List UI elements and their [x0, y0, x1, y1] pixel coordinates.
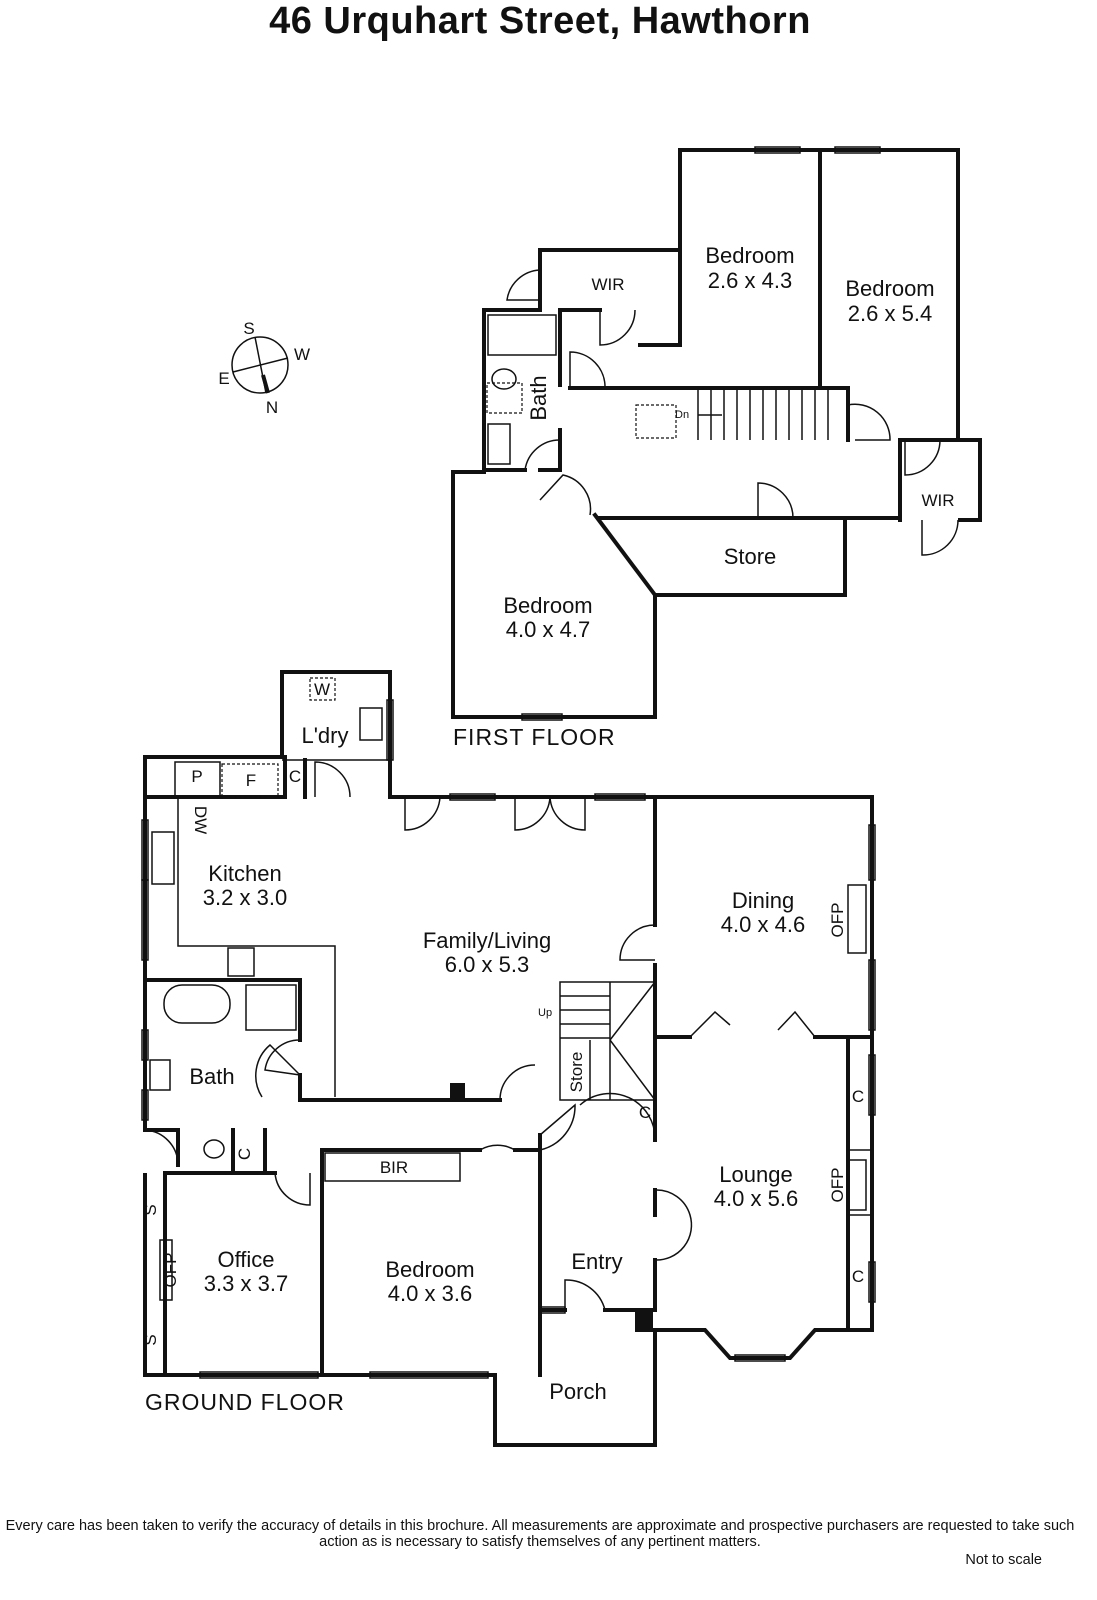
fridge-label: F: [246, 771, 256, 790]
compass-e: E: [218, 369, 229, 388]
first-floor-store: Store: [724, 544, 777, 569]
lounge-name: Lounge: [719, 1162, 792, 1187]
kitchen-name: Kitchen: [208, 861, 281, 886]
dining-name: Dining: [732, 888, 794, 913]
compass-icon: S W E N: [218, 319, 310, 417]
bath-cupboard: C: [235, 1148, 254, 1160]
office-size: 3.3 x 3.7: [204, 1271, 288, 1296]
bir-label: BIR: [380, 1158, 408, 1177]
lounge-size: 4.0 x 5.6: [714, 1186, 798, 1211]
compass-n: N: [266, 398, 278, 417]
ground-bedroom-size: 4.0 x 3.6: [388, 1281, 472, 1306]
ground-bedroom-name: Bedroom: [385, 1257, 474, 1282]
first-floor-walls: [451, 146, 982, 721]
office-shelves-1: S: [141, 1204, 160, 1215]
dining-fireplace: OFP: [828, 903, 847, 938]
ground-store: Store: [567, 1052, 586, 1093]
ground-bath: Bath: [189, 1064, 234, 1089]
kitchen-size: 3.2 x 3.0: [203, 885, 287, 910]
lounge-cupboard-1: C: [852, 1087, 864, 1106]
dining-size: 4.0 x 4.6: [721, 912, 805, 937]
disclaimer: Every care has been taken to verify the …: [5, 1518, 1075, 1550]
pantry-label: P: [191, 767, 202, 786]
stairs-up: Up: [538, 1007, 552, 1019]
first-bedroom-3-name: Bedroom: [503, 593, 592, 618]
first-bedroom-1-size: 2.6 x 4.3: [708, 268, 792, 293]
first-floor-wir-1: WIR: [591, 275, 624, 294]
laundry-label: L'dry: [302, 723, 349, 748]
first-floor-wir-2: WIR: [921, 491, 954, 510]
family-name: Family/Living: [423, 928, 551, 953]
office-name: Office: [217, 1247, 274, 1272]
office-fireplace: OFP: [161, 1253, 180, 1288]
office-shelves-2: S: [141, 1334, 160, 1345]
lounge-cupboard-2: C: [852, 1267, 864, 1286]
compass-w: W: [294, 345, 310, 364]
ground-floor-walls: [141, 670, 876, 1447]
not-to-scale-note: Not to scale: [965, 1552, 1042, 1568]
lounge-fireplace: OFP: [828, 1168, 847, 1203]
first-floor-bath: Bath: [526, 375, 551, 420]
page-title: 46 Urquhart Street, Hawthorn: [269, 0, 811, 42]
dishwasher-label: DW: [191, 806, 210, 834]
first-bedroom-2-size: 2.6 x 5.4: [848, 301, 932, 326]
porch-label: Porch: [549, 1379, 606, 1404]
compass-s: S: [243, 319, 254, 338]
first-floor-label: FIRST FLOOR: [453, 724, 616, 750]
stairs-dn: Dn: [675, 409, 689, 421]
washer-label: W: [314, 680, 330, 699]
first-bedroom-1-name: Bedroom: [705, 243, 794, 268]
ground-floor-label: GROUND FLOOR: [145, 1389, 345, 1415]
first-bedroom-3-size: 4.0 x 4.7: [506, 617, 590, 642]
entry-label: Entry: [571, 1249, 622, 1274]
family-size: 6.0 x 5.3: [445, 952, 529, 977]
cupboard-label: C: [289, 767, 301, 786]
stair-cupboard: C: [639, 1103, 651, 1122]
first-bedroom-2-name: Bedroom: [845, 276, 934, 301]
